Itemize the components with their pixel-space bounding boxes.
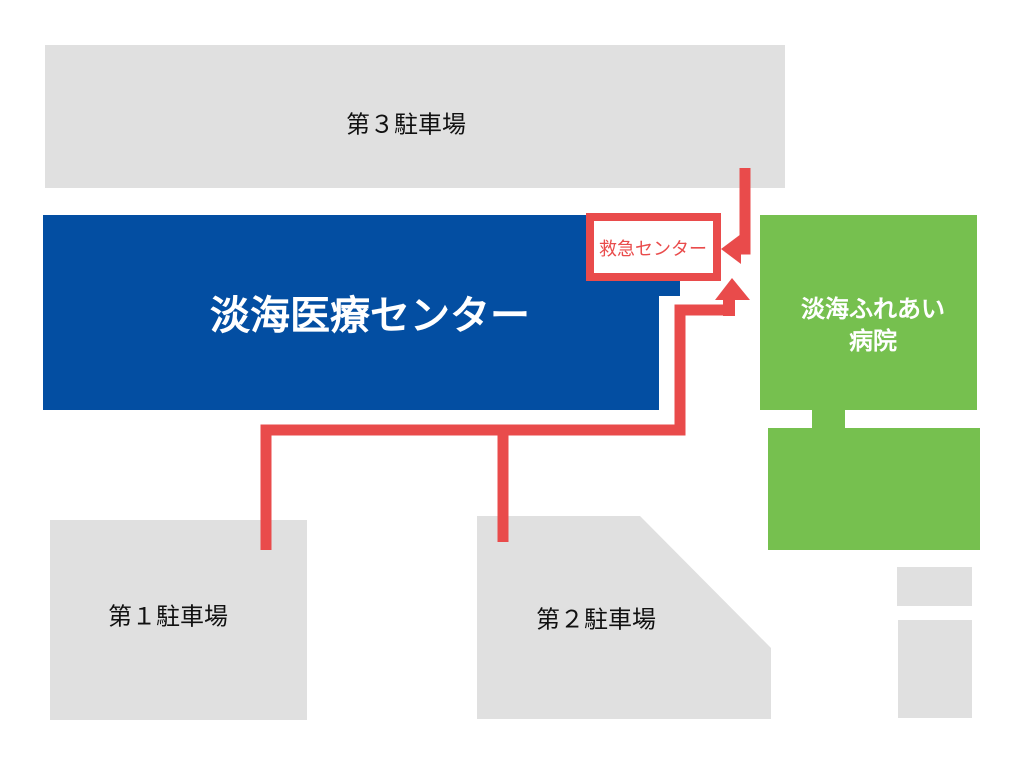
route-from-parking-1	[260, 304, 729, 550]
main-building-label: 淡海医療センター	[210, 293, 530, 339]
parking-lot-3[interactable]	[45, 45, 785, 188]
arrow-left-icon	[721, 234, 741, 264]
emergency-center-box[interactable]	[586, 213, 721, 281]
fureai-label: 淡海ふれあい 病院	[801, 293, 945, 357]
arrow-up-icon	[715, 278, 750, 300]
fureai-label-line1: 淡海ふれあい	[801, 295, 945, 323]
parking-lot-3-label: 第３駐車場	[346, 110, 466, 139]
parking-lot-2-label: 第２駐車場	[536, 605, 656, 634]
fureai-building-lower[interactable]	[768, 428, 980, 550]
main-building[interactable]	[43, 215, 680, 410]
fureai-building-upper[interactable]	[760, 215, 977, 410]
parking-lot-1[interactable]	[50, 520, 307, 720]
emergency-center-label[interactable]: 救急センター	[599, 239, 707, 260]
parking-lot-1-label: 第１駐車場	[108, 602, 228, 631]
small-building-2	[898, 620, 972, 718]
fureai-label-line2: 病院	[849, 327, 897, 355]
parking-lot-2[interactable]	[477, 516, 771, 719]
arrow-stem	[723, 298, 735, 316]
small-building-1	[897, 567, 972, 606]
fureai-connector	[812, 408, 845, 430]
